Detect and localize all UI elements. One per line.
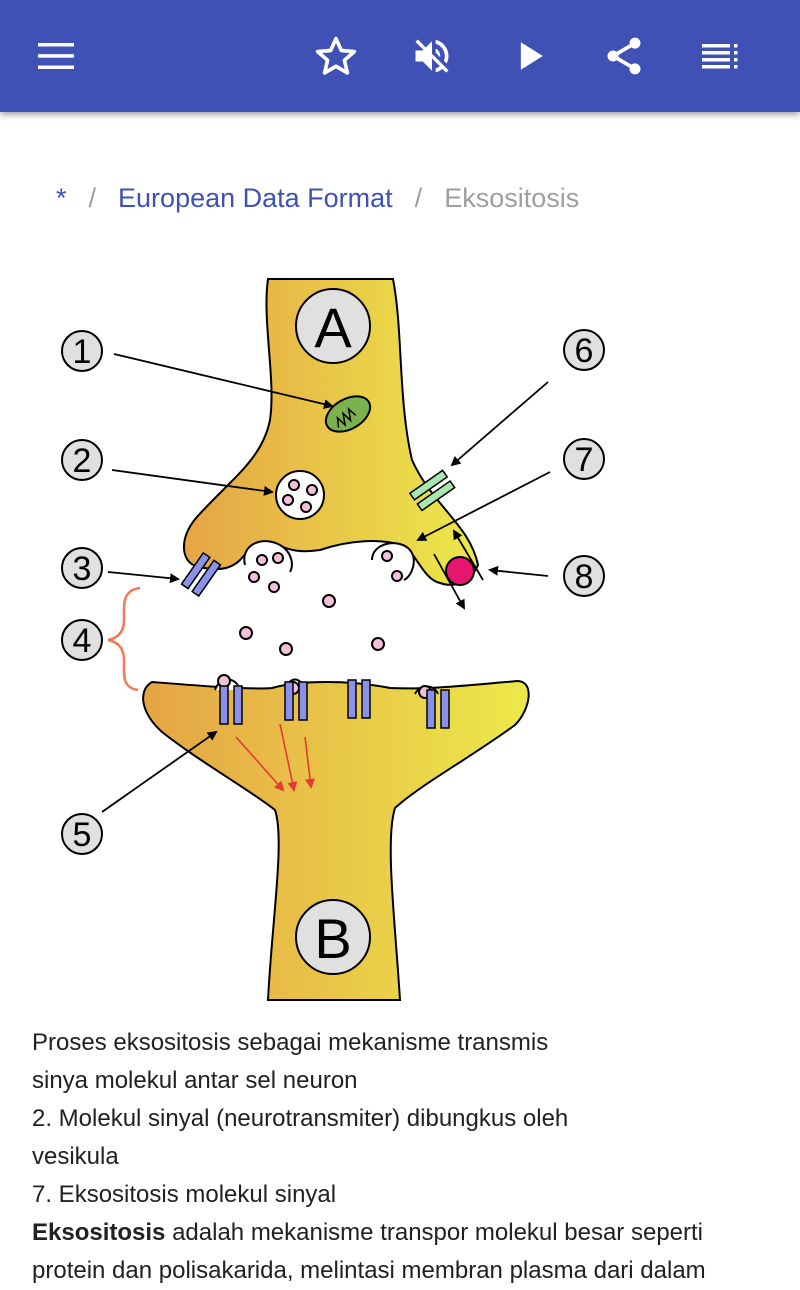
playlist-icon bbox=[702, 44, 738, 69]
signal-arrows bbox=[235, 723, 316, 792]
neurotransmitter bbox=[239, 594, 385, 656]
vesicle-icon bbox=[275, 470, 325, 520]
fusing-vesicle bbox=[243, 540, 293, 593]
pointer-arrows bbox=[101, 353, 551, 813]
callout-8: 8 bbox=[563, 555, 605, 597]
svg-text:4: 4 bbox=[73, 622, 92, 660]
figure-caption-line: 2. Molekul sinyal (neurotransmiter) dibu… bbox=[32, 1105, 569, 1132]
cell-b-label: B bbox=[314, 907, 351, 970]
autoreceptor bbox=[180, 551, 222, 598]
breadcrumb-separator: / bbox=[88, 183, 97, 213]
svg-text:1: 1 bbox=[73, 333, 92, 371]
play-button[interactable] bbox=[506, 32, 554, 80]
callout-5: 5 bbox=[61, 813, 103, 855]
postsynaptic-cell bbox=[142, 679, 530, 1001]
contents-button[interactable] bbox=[696, 32, 744, 80]
callout-6: 6 bbox=[563, 329, 605, 371]
reuptake-pump bbox=[445, 556, 475, 586]
figure-caption-line: 7. Eksositosis molekul sinyal bbox=[32, 1181, 337, 1208]
article-paragraph: Eksositosis adalah mekanisme transpor mo… bbox=[32, 1214, 782, 1252]
breadcrumb: * / European Data Format / Eksositosis bbox=[56, 178, 579, 218]
synaptic-cleft-bracket bbox=[107, 586, 141, 692]
figure-caption-line: sinya molekul antar sel neuron bbox=[32, 1067, 358, 1094]
app-bar bbox=[0, 0, 800, 112]
svg-text:5: 5 bbox=[73, 816, 92, 854]
share-button[interactable] bbox=[600, 32, 648, 80]
ion-channel bbox=[408, 469, 456, 512]
callout-3: 3 bbox=[61, 547, 103, 589]
figure-caption-line: Proses eksositosis sebagai mekanisme tra… bbox=[32, 1029, 549, 1056]
receptor bbox=[219, 679, 450, 729]
callout-7: 7 bbox=[563, 438, 605, 480]
mute-button[interactable] bbox=[408, 32, 456, 80]
article-text: adalah mekanisme transpor molekul besar … bbox=[165, 1219, 704, 1246]
fusing-vesicle bbox=[371, 542, 415, 582]
exocytosis-figure[interactable]: A B bbox=[40, 262, 640, 1007]
article-paragraph-line: protein dan polisakarida, melintasi memb… bbox=[32, 1257, 706, 1284]
breadcrumb-separator: / bbox=[414, 183, 423, 213]
breadcrumb-home[interactable]: * bbox=[56, 183, 67, 213]
play-icon bbox=[520, 42, 543, 70]
svg-text:7: 7 bbox=[575, 441, 594, 479]
mitochondrion-icon bbox=[324, 395, 372, 433]
callout-4: 4 bbox=[61, 619, 103, 661]
svg-text:3: 3 bbox=[73, 550, 92, 588]
svg-text:6: 6 bbox=[575, 332, 594, 370]
favorite-button[interactable] bbox=[312, 32, 360, 80]
breadcrumb-section[interactable]: European Data Format bbox=[118, 183, 393, 213]
volume-off-icon bbox=[415, 39, 449, 73]
callout-2: 2 bbox=[61, 439, 103, 481]
figure-caption-line: vesikula bbox=[32, 1143, 119, 1170]
breadcrumb-current: Eksositosis bbox=[444, 183, 580, 213]
svg-text:8: 8 bbox=[575, 558, 594, 596]
menu-button[interactable] bbox=[32, 32, 80, 80]
article-content: Proses eksositosis sebagai mekanisme tra… bbox=[32, 1024, 782, 1290]
article-term: Eksositosis bbox=[32, 1219, 166, 1246]
star-icon bbox=[315, 36, 357, 75]
share-icon bbox=[607, 37, 641, 75]
svg-text:2: 2 bbox=[73, 442, 92, 480]
menu-icon bbox=[38, 43, 74, 69]
callout-1: 1 bbox=[61, 330, 103, 372]
cell-a-label: A bbox=[314, 296, 352, 359]
